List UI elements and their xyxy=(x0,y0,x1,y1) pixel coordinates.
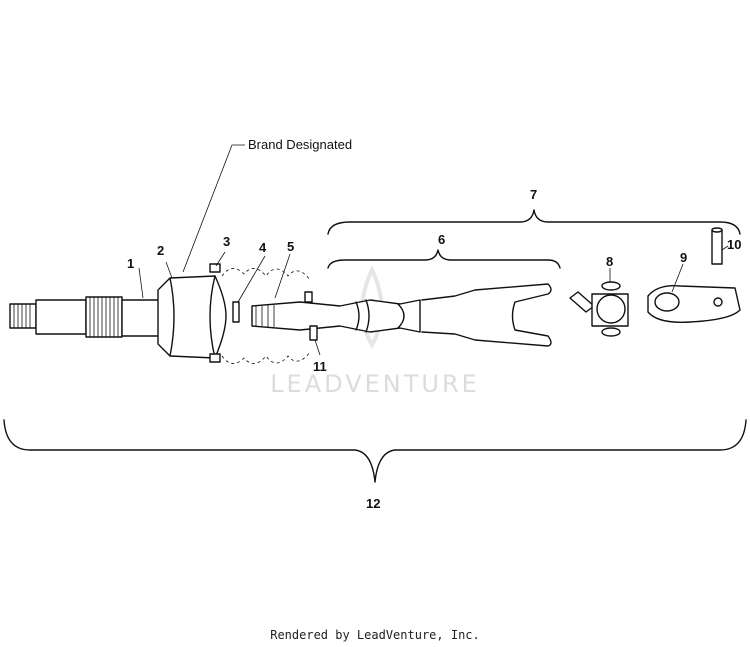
callout-4: 4 xyxy=(259,240,267,255)
callout-2: 2 xyxy=(157,243,164,258)
part-3-clamp xyxy=(209,263,221,363)
part-10-pin xyxy=(711,227,723,265)
render-credit-footer: Rendered by LeadVenture, Inc. xyxy=(270,628,480,642)
callout-12: 12 xyxy=(366,496,380,511)
leader-lines xyxy=(138,245,729,356)
part-2-cv-housing xyxy=(157,275,227,359)
callout-numbers: 1 2 3 4 5 6 7 8 9 10 11 12 xyxy=(127,187,741,511)
callout-9: 9 xyxy=(680,250,687,265)
callout-5: 5 xyxy=(287,239,294,254)
part-4-snap-ring xyxy=(232,301,240,323)
callout-11: 11 xyxy=(313,359,327,374)
callout-10: 10 xyxy=(727,237,741,252)
brace-12 xyxy=(3,419,747,483)
callout-1: 1 xyxy=(127,256,134,271)
part-9-yoke-end xyxy=(647,285,741,323)
part-6-shaft-yoke xyxy=(251,283,552,347)
callout-6: 6 xyxy=(438,232,445,247)
brand-designated-leader: Brand Designated xyxy=(182,137,352,273)
callout-7: 7 xyxy=(530,187,537,202)
watermark-text: LEADVENTURE xyxy=(270,370,480,398)
part-11-pin xyxy=(304,291,318,341)
brace-6 xyxy=(327,249,561,269)
part-1-stub-shaft xyxy=(9,296,163,338)
part-5-boot xyxy=(221,268,311,364)
brand-designated-label: Brand Designated xyxy=(248,137,352,152)
brace-7 xyxy=(327,209,741,235)
callout-3: 3 xyxy=(223,234,230,249)
callout-8: 8 xyxy=(606,254,613,269)
part-8-cross-kit xyxy=(569,281,629,337)
